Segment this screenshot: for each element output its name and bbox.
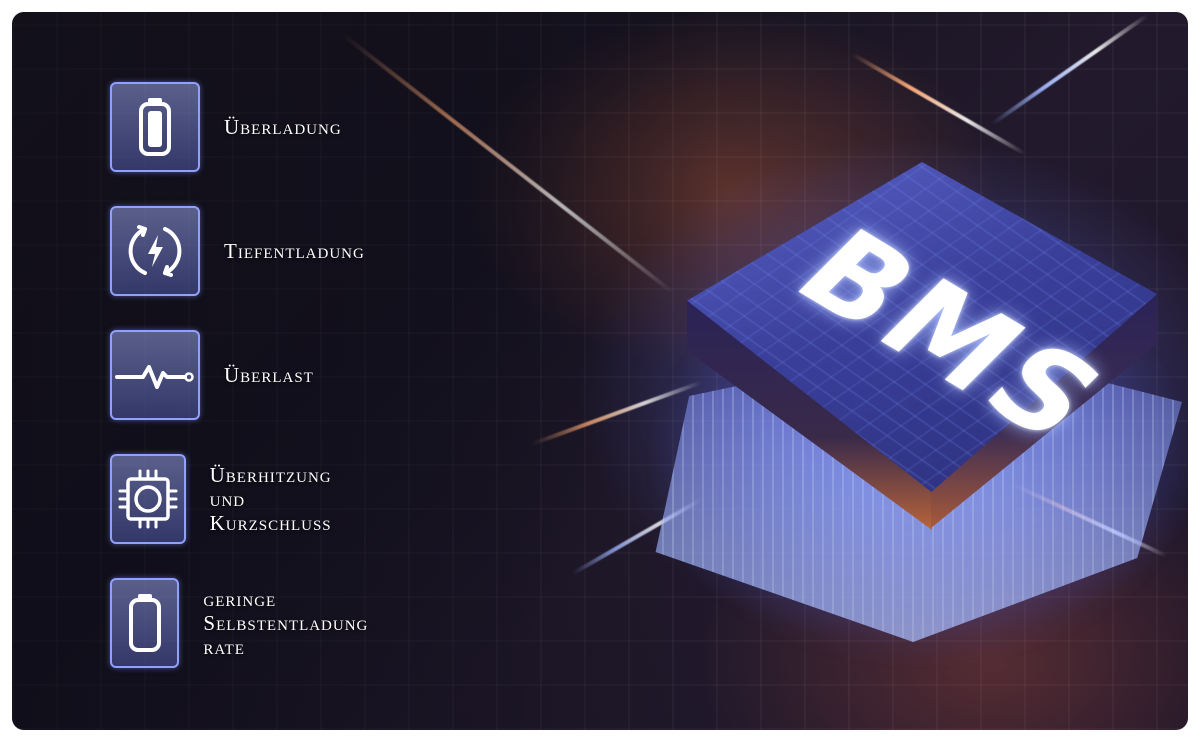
feature-label: Überhitzung und Kurzschluss (209, 463, 332, 535)
banner-image: BMS (12, 12, 1188, 730)
battery-full-icon (110, 82, 200, 172)
feature-item-overload: Überlast (110, 330, 314, 420)
feature-label: geringe Selbstentladung rate (203, 587, 369, 659)
feature-label: Überladung (224, 115, 342, 139)
feature-item-self-discharge: geringe Selbstentladung rate (110, 578, 389, 668)
battery-low-icon (110, 578, 180, 668)
chip-icon (110, 454, 186, 544)
feature-item-deep-discharge: Tiefentladung (110, 206, 365, 296)
charging-cycle-icon (110, 206, 200, 296)
feature-item-overheating: Überhitzung und Kurzschluss (110, 454, 346, 544)
feature-label: Tiefentladung (224, 239, 365, 263)
pulse-line-icon (110, 330, 200, 420)
feature-label: Überlast (224, 363, 314, 387)
feature-item-overcharge: Überladung (110, 82, 342, 172)
